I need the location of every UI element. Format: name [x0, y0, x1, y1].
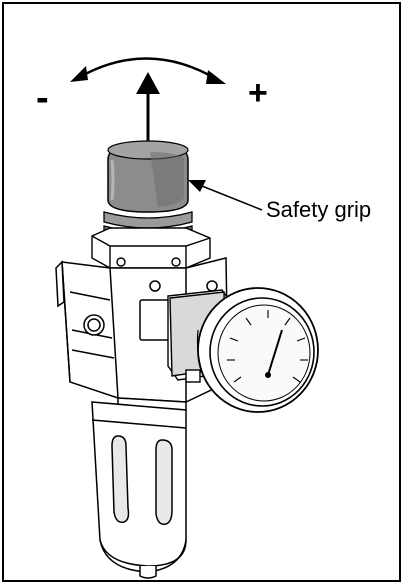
bonnet — [91, 227, 211, 269]
safety-grip-leader-head — [188, 180, 206, 192]
pull-arrow-head — [136, 72, 160, 94]
safety-grip-label: Safety grip — [266, 197, 372, 222]
rotation-arrow — [77, 57, 219, 82]
pressure-gauge — [196, 287, 319, 413]
rotation-arrowhead-left — [70, 66, 88, 82]
filter-bowl — [91, 401, 187, 579]
gauge-needle — [265, 329, 283, 378]
increase-label: + — [248, 74, 268, 112]
adjustment-knob — [107, 140, 189, 213]
safety-grip-leader — [201, 185, 263, 211]
gauge-ticks — [227, 310, 308, 383]
rotation-arrowhead-right — [206, 70, 226, 84]
decrease-label: - — [36, 77, 49, 119]
